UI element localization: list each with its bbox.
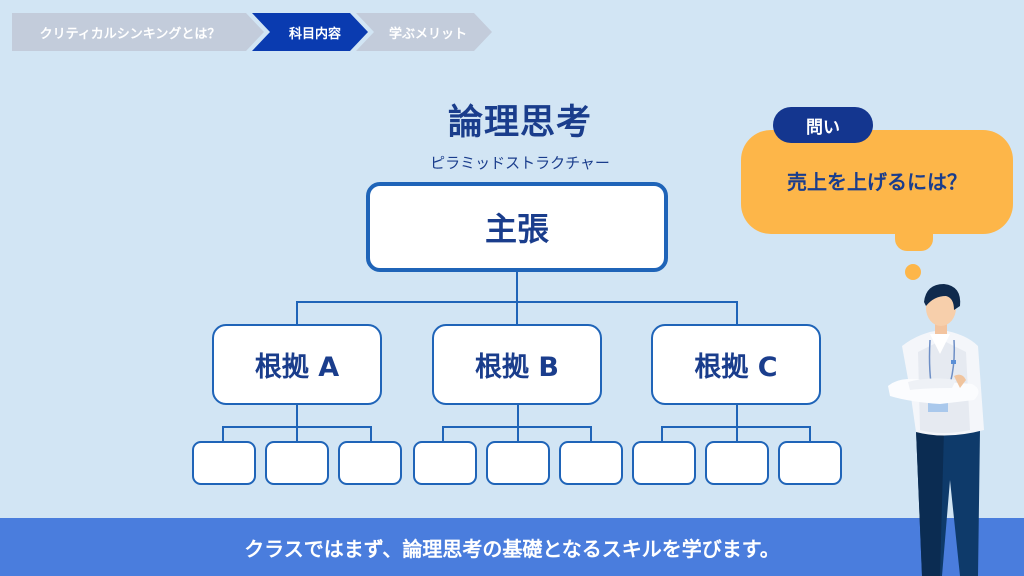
businessman-arms-crossed-icon xyxy=(888,284,984,576)
leaf-a-2 xyxy=(265,441,329,485)
breadcrumb-step-benefits[interactable]: 学ぶメリット xyxy=(356,13,492,51)
connector-b-leaf-1 xyxy=(442,426,444,442)
evidence-b-box: 根拠 B xyxy=(432,324,602,405)
breadcrumb-step-critical-thinking[interactable]: クリティカルシンキングとは？ xyxy=(12,13,264,51)
leaf-b-2 xyxy=(486,441,550,485)
leaf-a-3 xyxy=(338,441,402,485)
connector-to-b xyxy=(516,301,518,325)
breadcrumb-step-course-content[interactable]: 科目内容 xyxy=(252,13,368,51)
question-text: 売上を上げるには？ xyxy=(787,170,967,194)
question-bubble-tail xyxy=(895,226,933,251)
connector-a-down xyxy=(296,404,298,442)
connector-a-horizontal xyxy=(222,426,372,428)
leaf-c-2 xyxy=(705,441,769,485)
leaf-b-1 xyxy=(413,441,477,485)
connector-c-horizontal xyxy=(661,426,811,428)
connector-b-leaf-3 xyxy=(590,426,592,442)
claim-box: 主張 xyxy=(366,182,668,272)
leaf-a-1 xyxy=(192,441,256,485)
question-bubble xyxy=(741,130,1013,234)
leaf-b-3 xyxy=(559,441,623,485)
connector-c-leaf-1 xyxy=(661,426,663,442)
diagram-title: 論理思考 xyxy=(447,103,592,143)
connector-c-down xyxy=(736,404,738,442)
evidence-a-box: 根拠 A xyxy=(212,324,382,405)
connector-c-leaf-3 xyxy=(809,426,811,442)
connector-root-down xyxy=(516,272,518,302)
connector-a-leaf-3 xyxy=(370,426,372,442)
evidence-c-box: 根拠 C xyxy=(651,324,821,405)
leaf-c-1 xyxy=(632,441,696,485)
diagram-subtitle: ピラミッドストラクチャー xyxy=(430,154,610,172)
connector-b-down xyxy=(517,404,519,442)
caption-text: クラスではまず、論理思考の基礎となるスキルを学びます。 xyxy=(244,536,780,561)
connector-to-a xyxy=(296,301,298,325)
caption-bar xyxy=(0,518,1024,576)
thought-dot-icon xyxy=(905,264,921,280)
connector-to-c xyxy=(736,301,738,325)
question-badge: 問い xyxy=(773,107,873,143)
connector-a-leaf-1 xyxy=(222,426,224,442)
connector-b-horizontal xyxy=(442,426,592,428)
leaf-c-3 xyxy=(778,441,842,485)
